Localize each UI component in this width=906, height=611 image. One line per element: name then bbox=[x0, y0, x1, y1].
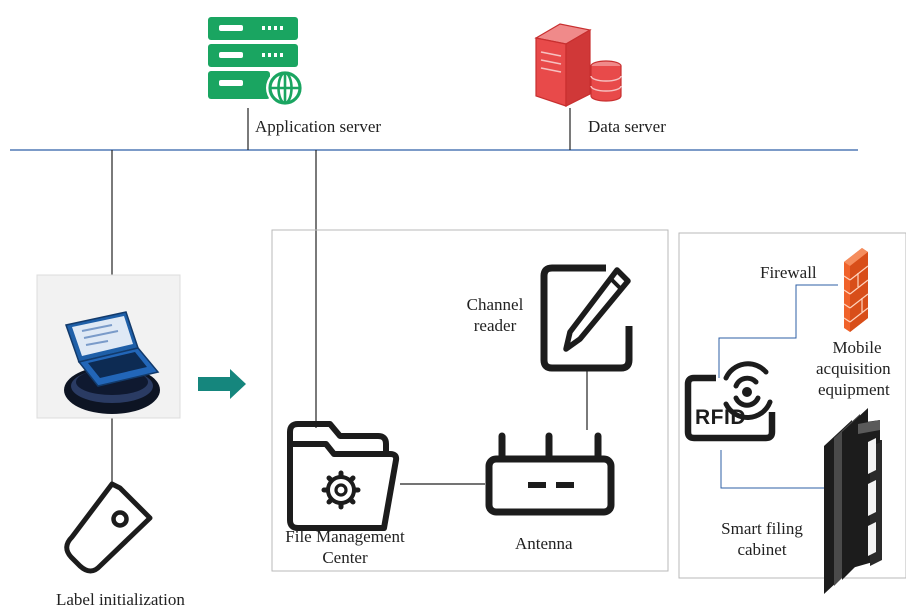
smart-filing-cabinet-line-1: Smart filing bbox=[721, 519, 803, 538]
channel-reader-line-1: Channel bbox=[466, 295, 524, 314]
file-management-center-line-2: Center bbox=[322, 548, 368, 567]
mobile-acquisition-line-1: Mobile bbox=[832, 338, 882, 357]
laptop-icon bbox=[64, 311, 160, 414]
filing-cabinet-icon bbox=[824, 408, 882, 594]
tablet-pen-icon bbox=[540, 264, 633, 372]
rfid-text: RFID bbox=[695, 406, 746, 429]
firewall-label: Firewall bbox=[760, 263, 817, 282]
smart-filing-cabinet-line-2: cabinet bbox=[737, 540, 787, 559]
arrow-right-icon bbox=[198, 369, 246, 399]
mobile-acquisition-label: Mobile acquisition equipment bbox=[808, 337, 906, 400]
rfid-box bbox=[678, 232, 906, 579]
file-management-center-line-1: File Management bbox=[285, 527, 405, 546]
antenna-router-icon bbox=[485, 432, 615, 516]
rfid-icon bbox=[684, 361, 776, 442]
firewall-icon bbox=[843, 248, 869, 332]
smart-filing-cabinet-label: Smart filing cabinet bbox=[714, 518, 810, 560]
mobile-acquisition-line-2: acquisition bbox=[816, 359, 891, 378]
application-server-label: Application server bbox=[255, 117, 382, 136]
folder-gear-icon bbox=[287, 421, 400, 531]
label-initialization-label: Label initialization bbox=[56, 590, 185, 609]
database-server-icon bbox=[534, 23, 622, 107]
channel-reader-line-2: reader bbox=[473, 316, 517, 335]
rfid-firewall-link bbox=[718, 284, 838, 378]
tag-icon bbox=[64, 481, 153, 574]
file-center-box bbox=[271, 229, 669, 572]
file-management-center-label: File Management Center bbox=[283, 526, 407, 568]
mobile-acquisition-line-3: equipment bbox=[818, 380, 890, 399]
channel-reader-label: Channel reader bbox=[456, 294, 534, 336]
server-globe-icon bbox=[208, 17, 304, 107]
antenna-label: Antenna bbox=[515, 534, 573, 553]
rfid-cabinet-link bbox=[720, 450, 824, 489]
data-server-label: Data server bbox=[588, 117, 666, 136]
